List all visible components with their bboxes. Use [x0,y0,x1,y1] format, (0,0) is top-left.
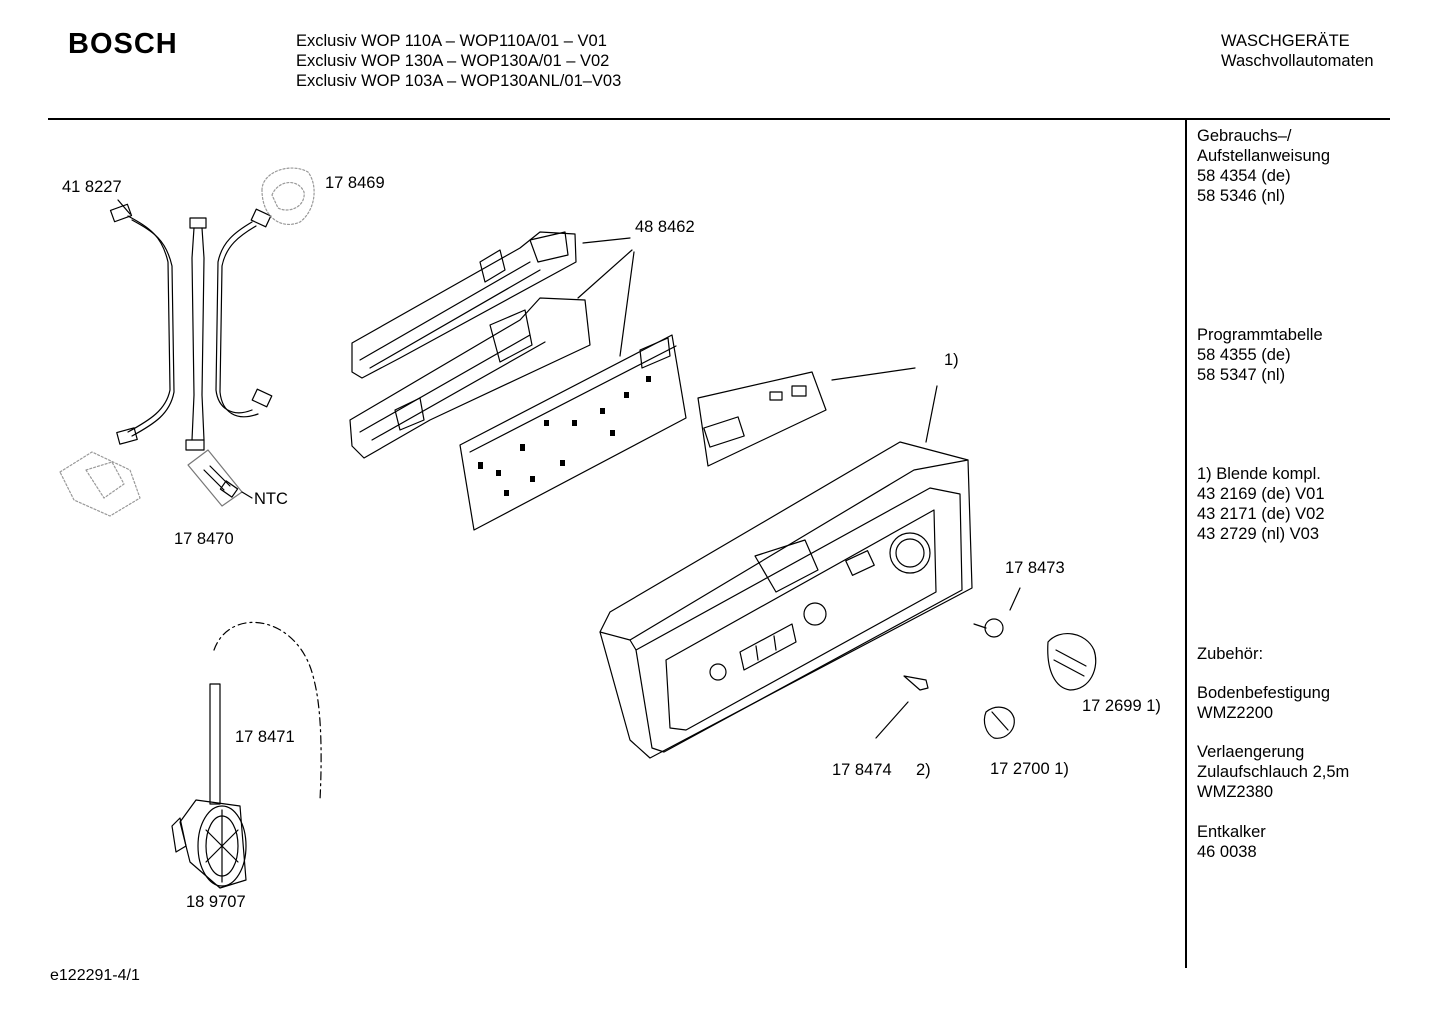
manual-title: Gebrauchs–/ [1197,127,1292,145]
sidebar-descaler: Entkalker 46 0038 [1197,822,1266,862]
brand-logo: BOSCH [68,28,178,60]
sidebar-divider [1185,118,1187,968]
model-line-3: Exclusiv WOP 103A – WOP130ANL/01–V03 [296,72,622,90]
program-table-de: 58 4355 (de) [1197,346,1291,364]
label-178474-note: 2) [916,761,931,779]
leader-lines [117,199,1021,739]
accessories-title: Zubehör: [1197,645,1264,663]
label-189707: 18 9707 [186,893,246,911]
program-table-title: Programmtabelle [1197,326,1323,344]
category-subtitle: Waschvollautomaten [1221,52,1374,70]
manual-subtitle: Aufstellanweisung [1197,147,1330,165]
panel-v03: 43 2729 (nl) V03 [1197,525,1320,543]
sidebar-extension: Verlaengerung Zulaufschlauch 2,5m WMZ238… [1197,742,1349,802]
panel-title: 1) Blende kompl. [1197,465,1321,483]
exploded-parts-drawing [59,167,1097,889]
pressure-switch-drawing [171,621,322,889]
sidebar-manual: Gebrauchs–/ Aufstellanweisung 58 4354 (d… [1197,126,1330,206]
diagram-id: e122291-4/1 [50,967,140,984]
extension-code: WMZ2380 [1197,783,1274,801]
label-488462: 48 8462 [635,218,695,236]
label-178473: 17 8473 [1005,559,1065,577]
ghost-parts [59,167,315,517]
model-line-2: Exclusiv WOP 130A – WOP130A/01 – V02 [296,52,610,70]
panel-v01: 43 2169 (de) V01 [1197,485,1325,503]
sidebar-program-table: Programmtabelle 58 4355 (de) 58 5347 (nl… [1197,325,1323,385]
floor-mount-title: Bodenbefestigung [1197,684,1331,702]
category-block: WASCHGERÄTE Waschvollautomaten [1221,31,1374,71]
display-board-drawing [697,371,827,467]
front-panel-drawing [599,441,973,759]
label-178474: 17 8474 [832,761,892,779]
label-ntc: NTC [254,490,288,508]
manual-de: 58 4354 (de) [1197,167,1291,185]
sidebar-panel: 1) Blende kompl. 43 2169 (de) V01 43 217… [1197,464,1325,544]
descaler-code: 46 0038 [1197,843,1257,861]
wiring-harness-drawing [109,203,273,451]
sidebar-floor-mount: Bodenbefestigung WMZ2200 [1197,683,1330,723]
knobs-drawing [903,618,1097,739]
extension-title: Verlaengerung [1197,743,1305,761]
panel-v02: 43 2171 (de) V02 [1197,505,1325,523]
ntc-sensor-drawing [187,449,243,507]
floor-mount-code: WMZ2200 [1197,704,1274,722]
extension-desc: Zulaufschlauch 2,5m [1197,763,1350,781]
control-module-drawing [349,231,687,531]
header-divider [48,118,1390,120]
descaler-title: Entkalker [1197,823,1266,841]
label-178470: 17 8470 [174,530,234,548]
label-172699: 17 2699 1) [1082,697,1161,715]
manual-nl: 58 5346 (nl) [1197,187,1286,205]
label-418227: 41 8227 [62,178,122,196]
label-172700: 17 2700 1) [990,760,1069,778]
model-line-1: Exclusiv WOP 110A – WOP110A/01 – V01 [296,32,607,50]
program-table-nl: 58 5347 (nl) [1197,366,1286,384]
label-178469: 17 8469 [325,174,385,192]
label-ref-1: 1) [944,351,959,369]
model-list: Exclusiv WOP 110A – WOP110A/01 – V01 Exc… [296,31,621,91]
category-title: WASCHGERÄTE [1221,32,1350,50]
label-178471: 17 8471 [235,728,295,746]
